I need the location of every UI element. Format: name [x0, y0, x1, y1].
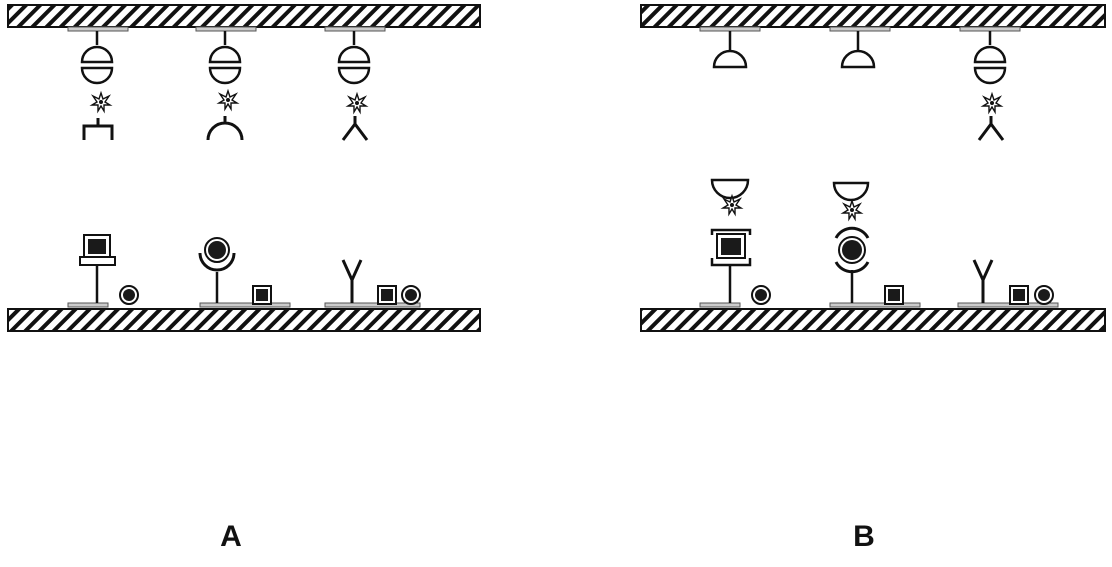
- bottom-capture-b3: [958, 260, 1058, 307]
- bottom-surface-b: [641, 309, 1105, 331]
- top-surface-a: [8, 5, 480, 27]
- top-surface-b: [641, 5, 1105, 27]
- panel-a: [8, 5, 480, 331]
- top-probe-b1: [700, 27, 760, 67]
- panel-label-a: A: [201, 520, 261, 554]
- bottom-capture-a3: [325, 260, 420, 307]
- panel-label-b: B: [834, 520, 894, 554]
- bottom-surface-a: [8, 309, 480, 331]
- top-probe-b2: [830, 27, 890, 67]
- bottom-capture-a2: [200, 238, 290, 307]
- panel-b: [641, 5, 1105, 331]
- bottom-capture-a1: [68, 235, 138, 307]
- top-probe-a2: [196, 27, 256, 140]
- bottom-capture-b1: [700, 180, 770, 307]
- top-probe-b3: [960, 27, 1020, 140]
- top-probe-a3: [325, 27, 385, 140]
- bottom-capture-b2: [830, 183, 920, 307]
- top-probe-a1: [68, 27, 128, 140]
